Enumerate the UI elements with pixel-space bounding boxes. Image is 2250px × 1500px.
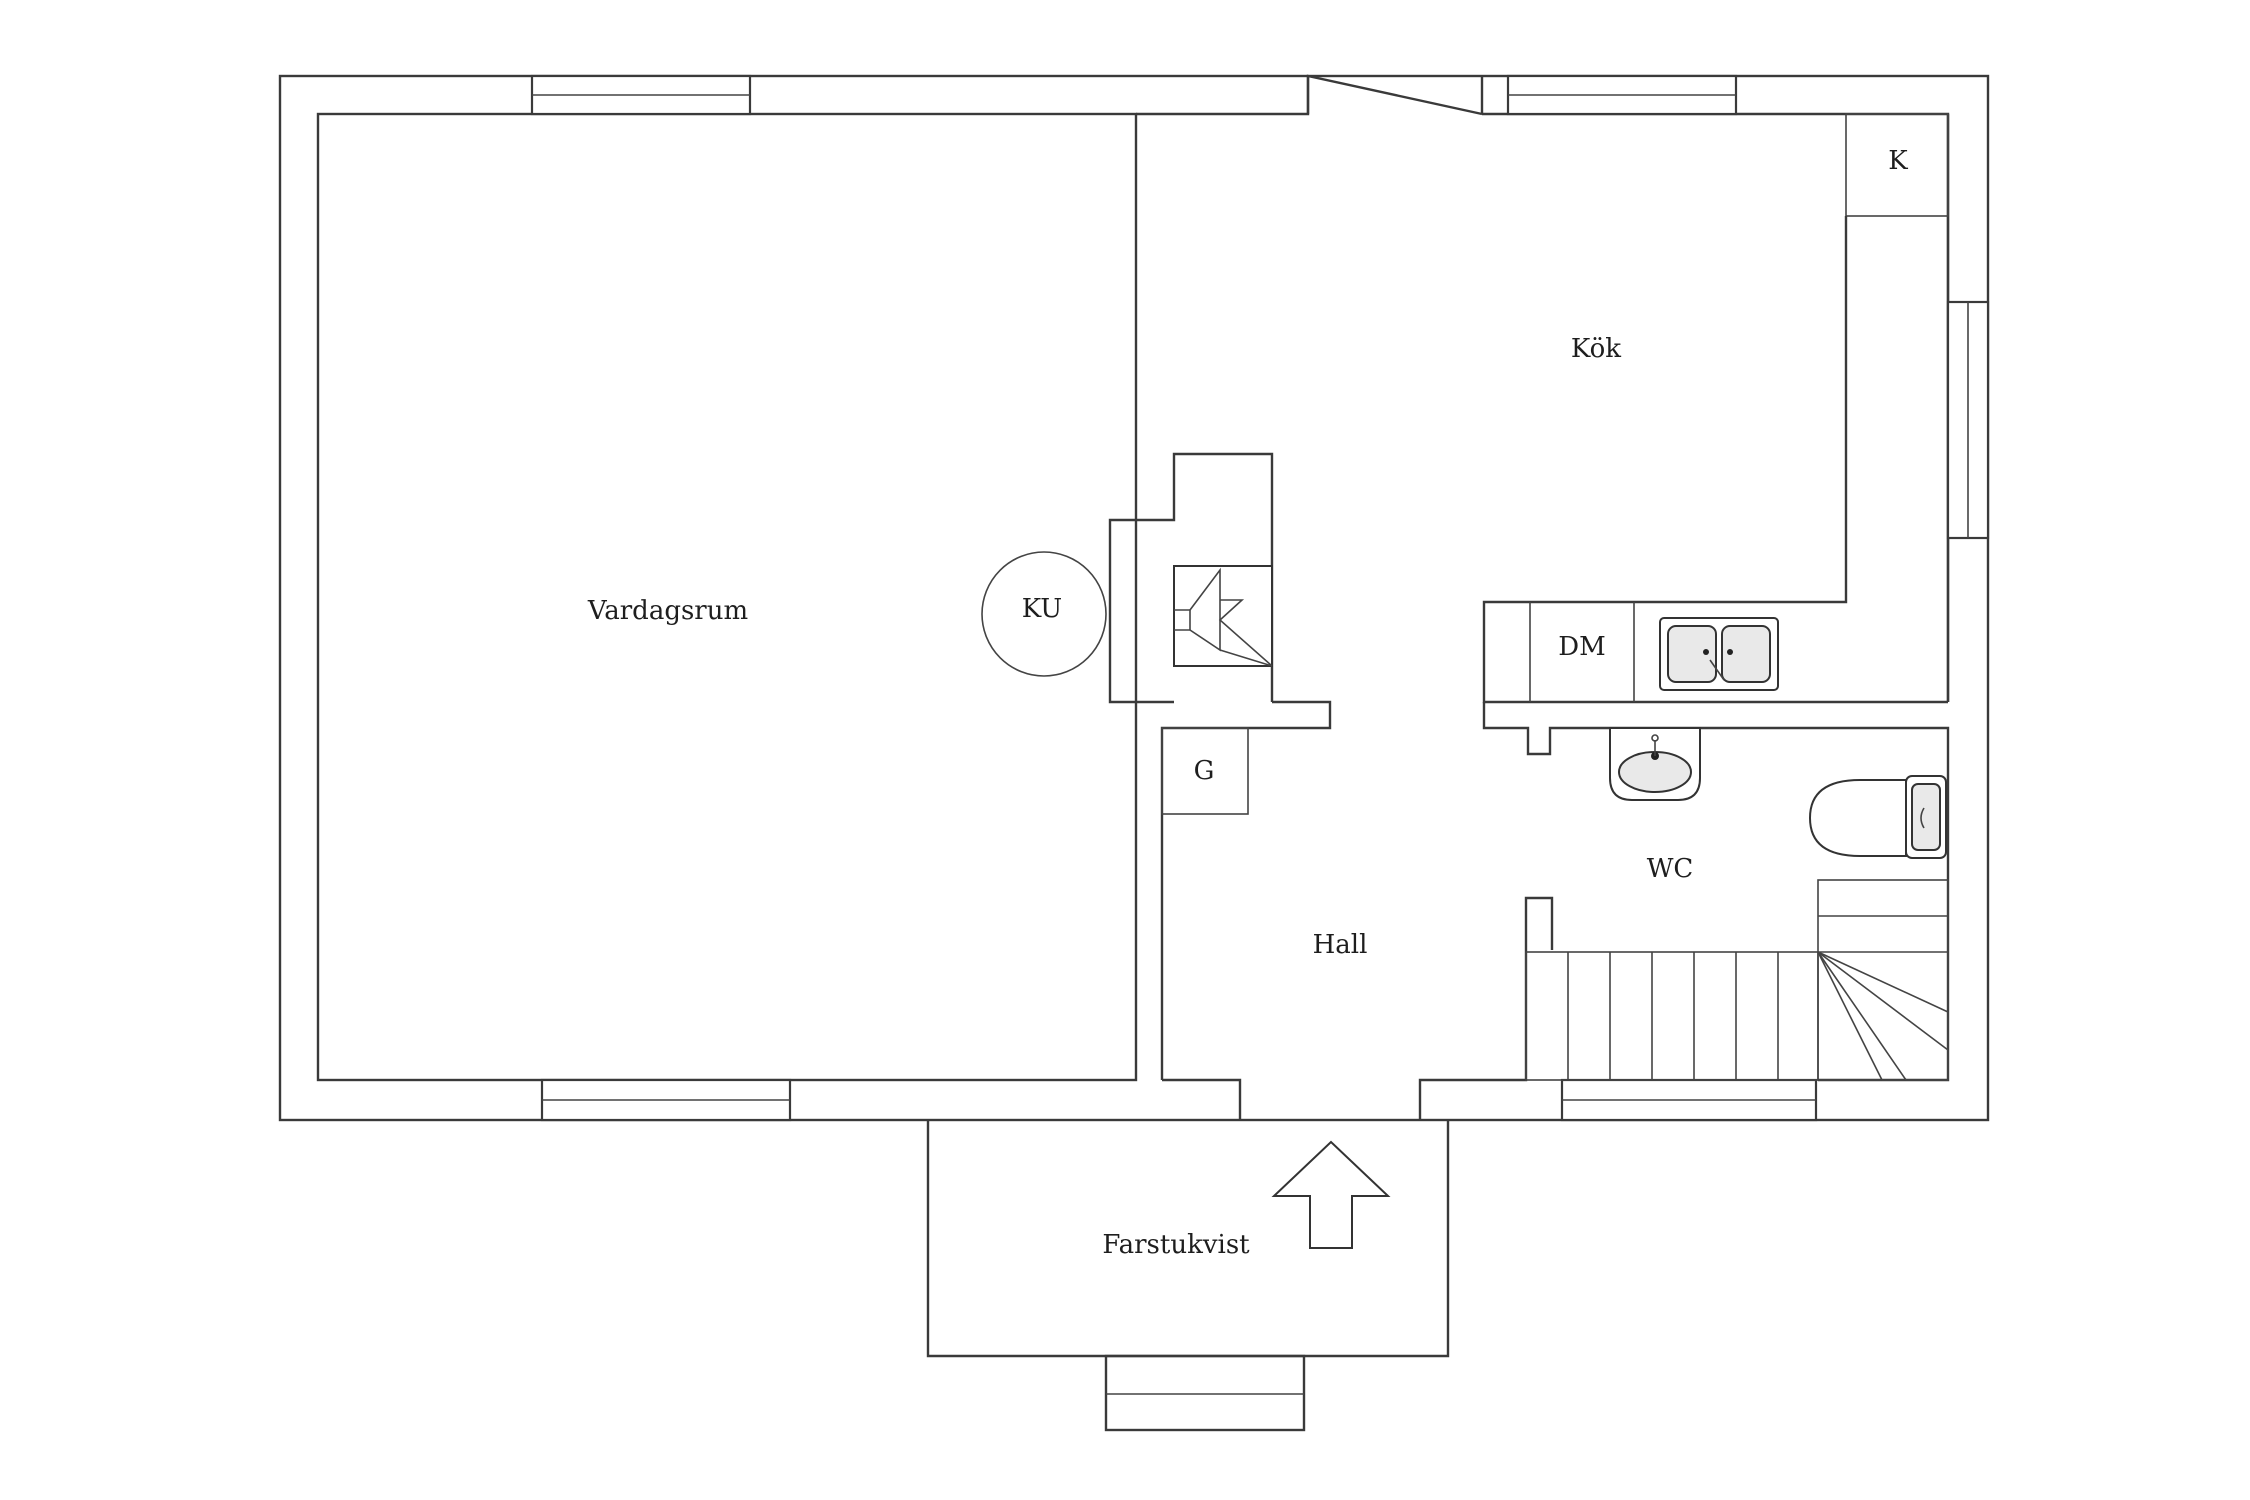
chimney [1108, 452, 1274, 704]
wardrobe [1161, 727, 1249, 815]
room-label-kitchen: Kök [1571, 334, 1621, 364]
top-inner-wall-left [1136, 76, 1310, 116]
room-label-living: Vardagsrum [587, 596, 748, 626]
entrance-arrow-icon [1271, 1140, 1391, 1249]
washbasin-icon [1609, 727, 1701, 801]
kitchen-top-wall [1482, 112, 1950, 702]
fridge [1845, 113, 1949, 217]
walls [278, 74, 1990, 1122]
outer-wall [278, 74, 1990, 1122]
room-label-wc: WC [1647, 854, 1694, 884]
hall-bottom-right [1418, 896, 1554, 1120]
fixture-label-dishwasher: DM [1558, 632, 1605, 662]
tiled-stove [981, 551, 1107, 677]
fixture-label-fridge: K [1888, 146, 1908, 176]
room-label-porch: Farstukvist [1102, 1230, 1250, 1260]
fixture-label-wardrobe: G [1194, 756, 1215, 786]
stairs-icon [1525, 879, 1949, 1081]
kitchen-counter [1482, 216, 1948, 704]
wc-top-wall [1482, 702, 1950, 1082]
hall-left-wall [1160, 700, 1332, 1080]
hall-bottom-left [1162, 1078, 1242, 1120]
porch-step [1104, 1354, 1306, 1432]
toilet-icon [1808, 775, 1947, 859]
porch [926, 1120, 1450, 1432]
kitchen-hall-inner-wall [1306, 74, 1483, 116]
fireplace-icon [1173, 565, 1273, 667]
fixture-label-tiled-stove: KU [1022, 594, 1062, 624]
windows [530, 74, 1990, 1122]
room-label-hall: Hall [1313, 930, 1368, 960]
double-sink-icon [1659, 617, 1779, 691]
labels: Vardagsrum Kök Hall WC Farstukvist K DM … [587, 146, 1908, 1260]
